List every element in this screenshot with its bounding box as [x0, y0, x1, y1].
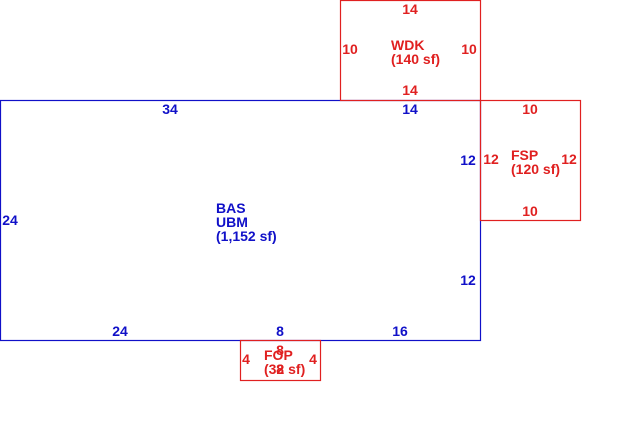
wdk-area: WDK (140 sf) 14 10 10 14: [339, 0, 482, 102]
fop-label-area: (32 sf): [264, 361, 305, 377]
bas-dim-right-upper: 12: [460, 152, 476, 168]
bas-area: BAS UBM (1,152 sf) 34 14 12 12 24 8 16 2…: [0, 99, 482, 342]
fop-outline: [239, 339, 322, 382]
bas-label-code: BAS: [216, 200, 246, 216]
wdk-label-code: WDK: [391, 37, 424, 53]
fop-dim-top: 8: [276, 342, 284, 358]
fsp-label-area: (120 sf): [511, 161, 560, 177]
bas-label-type: UBM: [216, 214, 248, 230]
wdk-dim-bottom: 14: [402, 82, 418, 98]
bas-dim-bottom-right: 16: [392, 323, 408, 339]
bas-label-area: (1,152 sf): [216, 228, 277, 244]
wdk-outline: [339, 0, 482, 102]
fsp-label-code: FSP: [511, 147, 538, 163]
wdk-label-area: (140 sf): [391, 51, 440, 67]
fop-area: 8 FOP (32 sf) 4 4 8: [239, 339, 322, 382]
wdk-dim-left: 10: [342, 41, 358, 57]
fop-dim-bottom: 8: [276, 361, 284, 377]
fsp-dim-left: 12: [483, 151, 499, 167]
bas-dim-bottom-left: 24: [112, 323, 128, 339]
bas-dim-right-lower: 12: [460, 272, 476, 288]
bas-dim-left: 24: [2, 212, 18, 228]
bas-dim-top-right: 14: [402, 101, 418, 117]
fsp-dim-top: 10: [522, 101, 538, 117]
fsp-area: FSP (120 sf) 10 12 12 10: [479, 99, 582, 222]
fsp-dim-right: 12: [561, 151, 577, 167]
bas-dim-top-left: 34: [162, 101, 178, 117]
fsp-outline: [479, 99, 582, 222]
bas-dim-bottom-mid: 8: [276, 323, 284, 339]
fop-dim-right: 4: [309, 351, 317, 367]
fop-label-code: FOP: [264, 347, 293, 363]
wdk-dim-right: 10: [461, 41, 477, 57]
wdk-dim-top: 14: [402, 1, 418, 17]
fsp-dim-bottom: 10: [522, 203, 538, 219]
fop-dim-left: 4: [242, 351, 250, 367]
